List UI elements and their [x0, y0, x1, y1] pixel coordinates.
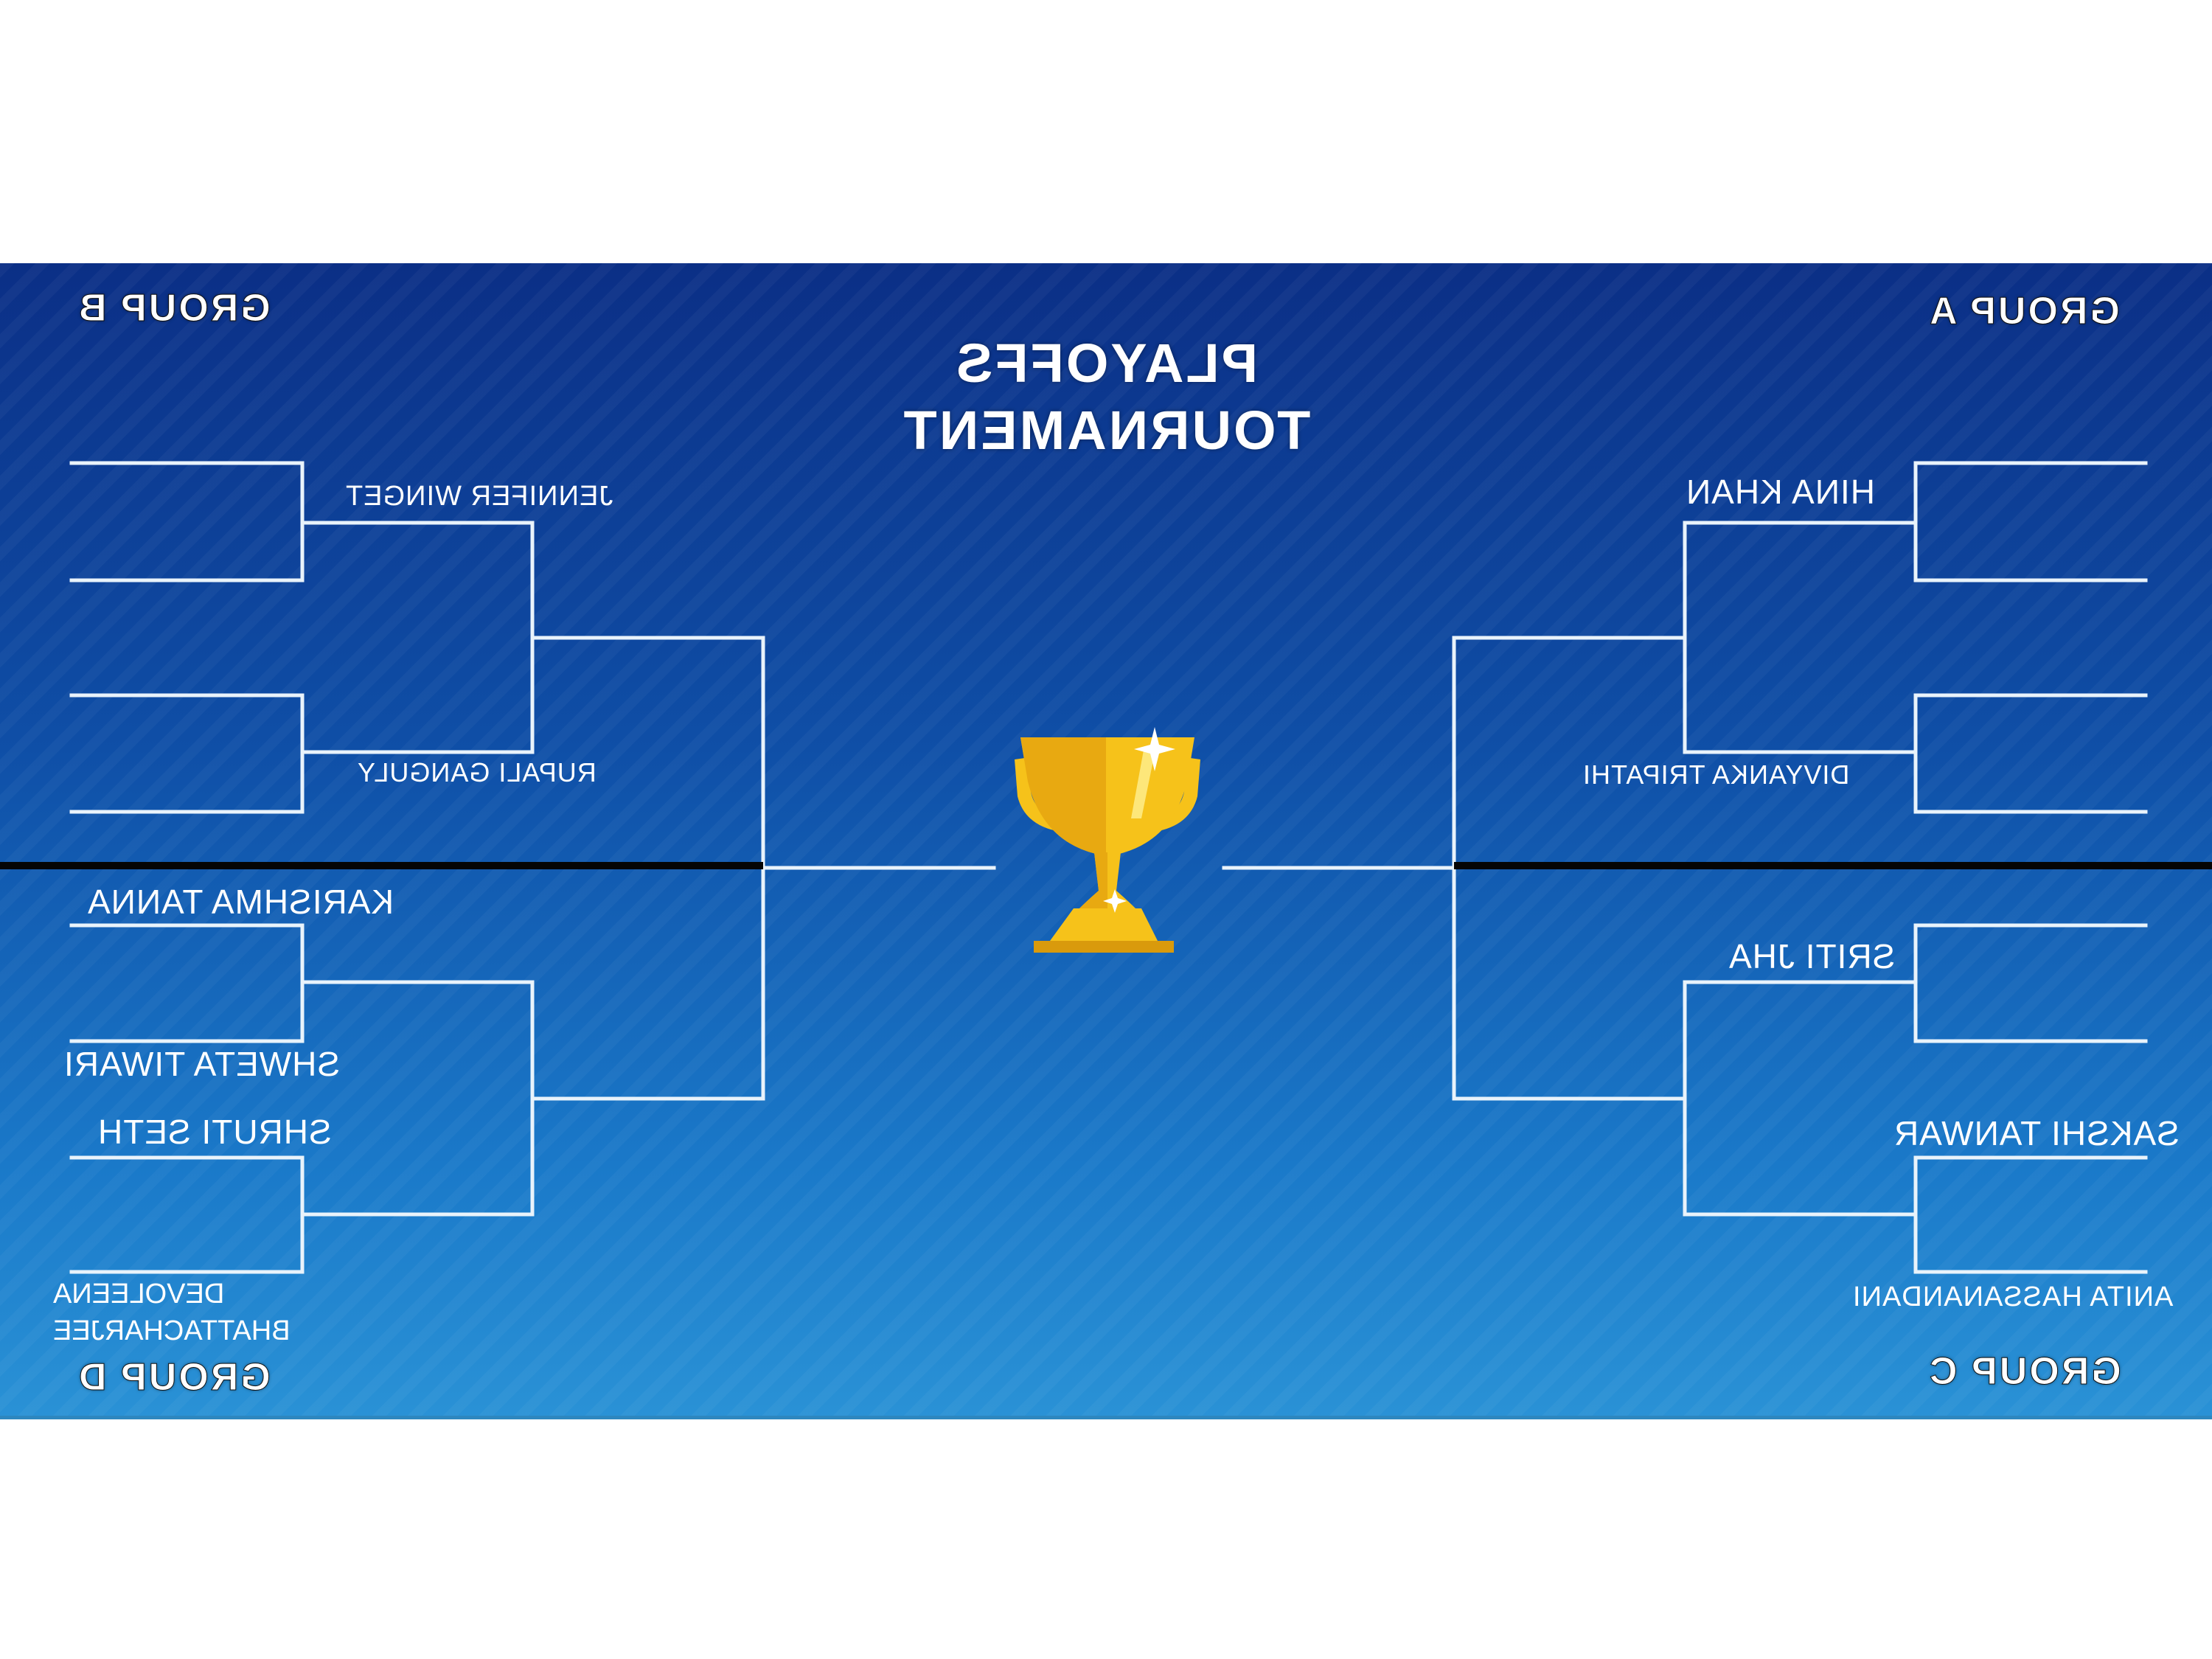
player-shweta: SHWETA TIWARI — [63, 1045, 341, 1083]
bracket-semi-left-top — [530, 521, 765, 754]
group-d-label: GROUP D — [77, 1356, 271, 1399]
player-devoleena: DEVOLEENA BHATTACHARJEE — [53, 1276, 291, 1349]
player-anita: ANITA HASSANANDANI — [1852, 1281, 2174, 1312]
player-shruti: SHRUTI SETH — [97, 1113, 332, 1151]
player-karishma: KARISHMA TANNA — [87, 883, 394, 921]
bracket-semi-right-bottom — [1452, 980, 1687, 1217]
group-a-label: GROUP A — [1927, 290, 2121, 333]
bracket-match-left-3 — [69, 923, 535, 1043]
title-line-1: PLAYOFFS — [954, 333, 1258, 394]
bracket-match-right-2 — [1683, 693, 2148, 814]
player-sriti: SRITI JHA — [1728, 937, 1896, 975]
bracket-match-left-2 — [69, 693, 535, 814]
panel-bottom-edge — [0, 1416, 2212, 1419]
player-jennifer: JENNIFER WINGET — [345, 481, 613, 512]
bracket-match-left-1 — [69, 461, 535, 582]
bracket-match-right-3 — [1683, 923, 2148, 1043]
player-devoleena-line1: DEVOLEENA — [53, 1279, 225, 1310]
bracket-match-left-4 — [69, 1155, 535, 1274]
player-hina: HINA KHAN — [1686, 473, 1875, 511]
player-sakshi: SAKSHI TANWAR — [1893, 1114, 2180, 1152]
bracket-final-right — [1222, 636, 1456, 1101]
bracket-semi-left-bottom — [530, 980, 765, 1217]
player-devoleena-line2: BHATTACHARJEE — [53, 1315, 291, 1346]
bracket-match-right-4 — [1683, 1155, 2148, 1274]
bracket-semi-right-top — [1452, 521, 1687, 754]
player-rupali: RUPALI GANGULY — [357, 757, 597, 787]
bracket-final-left — [761, 636, 996, 1101]
bracket-match-right-1 — [1683, 461, 2148, 582]
trophy-icon — [1015, 727, 1200, 953]
group-c-label: GROUP C — [1927, 1350, 2122, 1394]
page-title: PLAYOFFS TOURNAMENT — [870, 332, 1342, 462]
group-b-label: GROUP B — [77, 287, 271, 330]
player-divyanka: DIVYANKA TRIPATHI — [1582, 759, 1850, 790]
title-line-2: TOURNAMENT — [901, 400, 1311, 461]
